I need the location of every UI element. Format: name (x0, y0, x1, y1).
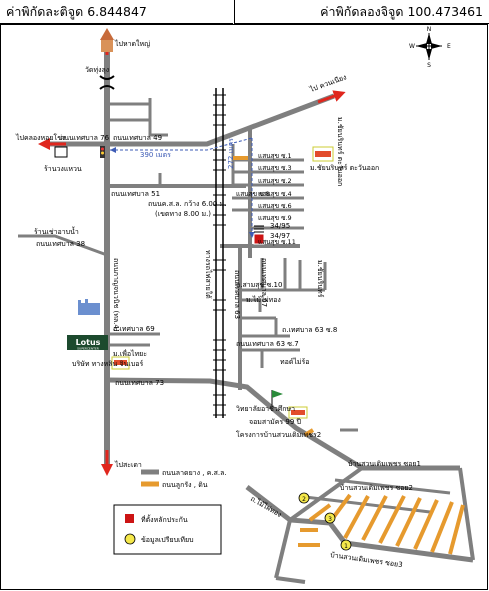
compass-s: S (427, 62, 431, 69)
svg-text:3: 3 (328, 516, 332, 523)
label-soi97: 34/97 (270, 232, 290, 240)
lotus-logo: Lotus SUPERCENTER (67, 335, 108, 351)
longitude-label: ค่าพิกัดลองจิจูด 100.473461 (234, 0, 489, 24)
shop-icon (54, 146, 68, 158)
label-to-khuanniang: ไป ควนเนียง (308, 72, 348, 94)
legend-main-road: ถนนลาดยาง , ค.ส.ล. (162, 469, 227, 477)
label-road63-7: ถนนเทศบาล 63 ซ.7 (236, 340, 299, 348)
label-dist272: 272 เมตร (227, 138, 235, 169)
map-frame (0, 24, 488, 590)
soi-label: แสนสุข ซ.1 (258, 152, 292, 160)
compass-rose-icon: N S E W (409, 26, 451, 69)
label-soi95: 34/95 (270, 222, 290, 230)
temple-icon (100, 28, 114, 52)
svg-text:1: 1 (344, 543, 348, 550)
soi-label: แสนสุข ซ.2 (258, 177, 292, 185)
label-shop: ร้านวงแหวน (44, 165, 82, 173)
comparison-points: 2 3 1 (298, 492, 352, 551)
label-road-note1: ถนนค.ส.ล. กว้าง 6.00 ม. (148, 200, 226, 208)
junction-bracket-icon (99, 75, 115, 90)
label-road-kanchana: ถนนกาญจนวนิช (ทล.4) (112, 258, 120, 332)
legend-site: ที่ตั้งหลักประกัน (141, 513, 188, 524)
svg-text:Lotus: Lotus (76, 338, 101, 347)
label-shop2: ร้านเช่าอาบน้ำ (34, 225, 79, 236)
label-wat: วัดทุ่งลุง (85, 66, 109, 74)
label-road63-8: ถ.เทศบาล 63 ซ.8 (282, 326, 337, 334)
legend: ถนนลาดยาง , ค.ส.ล. ถนนลูกรัง , ดิน ที่ตั… (113, 469, 227, 555)
label-road49: ถนนเทศบาล 49 (113, 134, 162, 142)
label-to-hatyai: ไปหาดใหญ่ (114, 39, 150, 48)
compass-n: N (427, 26, 432, 33)
factory-icon (78, 299, 100, 315)
logo-badge-icon-2 (111, 356, 130, 370)
soi-label: แสนสุข ซ.6 (258, 202, 292, 210)
direction-arrows (38, 29, 346, 476)
label-road63: ถนนเทศบาล 63 (233, 270, 241, 319)
label-road69: ถ.เทศบาล 69 (113, 325, 155, 333)
label-mueng: ม.เพื่อไทยะ (113, 349, 147, 358)
logo-badge-icon (312, 146, 334, 162)
label-tohtong: ถ.ไม้ไผ่ทอง (249, 494, 283, 519)
label-project: โครงการบ้านสวนเดิมเพชร2 (236, 430, 321, 439)
label-dist390: 390 เมตร (140, 151, 171, 159)
label-nok-gok: ทอด์ไม่ร้อ (280, 357, 309, 366)
label-road-note2: (เขตทาง 8.00 ม.) (155, 210, 211, 218)
label-village-bot: บ้านสวนเดิมเพชร ซอย3 (330, 551, 403, 569)
label-to-sadao: ไปสะเดา (114, 460, 142, 469)
label-village-mid: บ้านสวนเดิมเพชร ซอย2 (340, 484, 413, 492)
legend-point: ข้อมูลเปรียบเทียบ (141, 536, 194, 544)
label-road67: ถนนเทศบาล 67 (260, 258, 268, 307)
soi-label: แสนสุข ซ.3 (258, 164, 292, 172)
site-hatch (254, 225, 264, 233)
label-to-khlonghoikhong: ไปคลองหอยโข่ง (15, 133, 65, 142)
label-m-bang: ม.ชัยนรินทร์ (316, 260, 324, 298)
soi-label: แสนสุข ซ.9 (258, 214, 292, 222)
compass-w: W (409, 43, 415, 50)
label-city: จอมสามัคร 99 ปี (249, 418, 302, 426)
label-bang-tai2: ม.ชัยนรินทร์ ตะวันออก (336, 117, 344, 186)
label-maiphaithong: ม.ไม้ไผ่ทอง (246, 295, 281, 304)
svg-text:2: 2 (302, 496, 306, 503)
soi-label: แสนสุข ซ.11 (258, 238, 296, 246)
latitude-label: ค่าพิกัดละติจูด 6.844847 (0, 0, 233, 24)
dirt-roads (233, 156, 465, 555)
compass-e: E (447, 43, 451, 50)
label-college: วิทยาลัยอาชีวศึกษา (236, 404, 295, 413)
label-road51: ถนนเทศบาล 51 (111, 190, 160, 198)
main-roads (18, 45, 475, 584)
label-road76: ถนนเทศบาล 76 (60, 134, 110, 142)
label-company: บริษัท ทางหลิน จินเบอร์ (72, 360, 143, 368)
svg-text:SUPERCENTER: SUPERCENTER (77, 347, 99, 351)
collateral-site-marker (253, 233, 265, 245)
soi-labels: แสนสุข ซ.1 แสนสุข ซ.3 แสนสุข ซ.2 แสนสุข … (236, 152, 296, 246)
label-bang-tai: ม.ชัยนรินทร์ ตะวันออก (310, 164, 379, 172)
distance-lines (110, 137, 253, 238)
label-road38: ถนนเทศบาล 38 (36, 240, 85, 248)
label-village-top: บ้านสวนเดิมเพชร ซอย1 (348, 460, 421, 468)
railway-line (213, 88, 226, 418)
soi-label: แสนสุข ซ.8 (236, 190, 270, 198)
college-icon (271, 390, 283, 405)
legend-dirt-road: ถนนลูกรัง , ดิน (162, 481, 208, 489)
label-road73: ถนนเทศบาล 73 (115, 379, 164, 387)
soi-label: แสนสุข ซ.4 (258, 190, 292, 198)
logo-badge-icon-3 (288, 406, 308, 419)
label-railway: ทางรถไฟสายใต้ (204, 250, 213, 299)
label-sam-sukh: ถ.สามสุข ซ.10 (236, 281, 282, 289)
